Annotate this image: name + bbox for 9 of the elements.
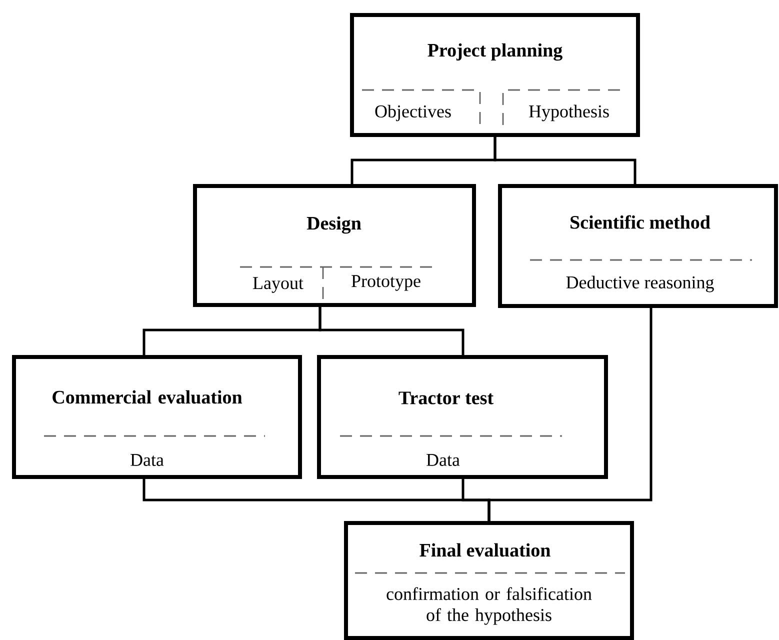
- process-box: Final evaluation confirmation or falsification of the hypothesis: [344, 521, 634, 640]
- connector-line: [494, 137, 636, 184]
- connector-line: [488, 308, 652, 521]
- process-box: Project planning Objectives Hypothesis: [350, 13, 640, 137]
- process-box: Scientific method Deductive reasoning: [498, 184, 778, 308]
- process-box: Tractor test Data: [317, 355, 608, 479]
- process-box: Design Layout Prototype: [193, 184, 476, 307]
- connector-line: [318, 307, 464, 355]
- process-box: Commercial evaluation Data: [12, 355, 302, 479]
